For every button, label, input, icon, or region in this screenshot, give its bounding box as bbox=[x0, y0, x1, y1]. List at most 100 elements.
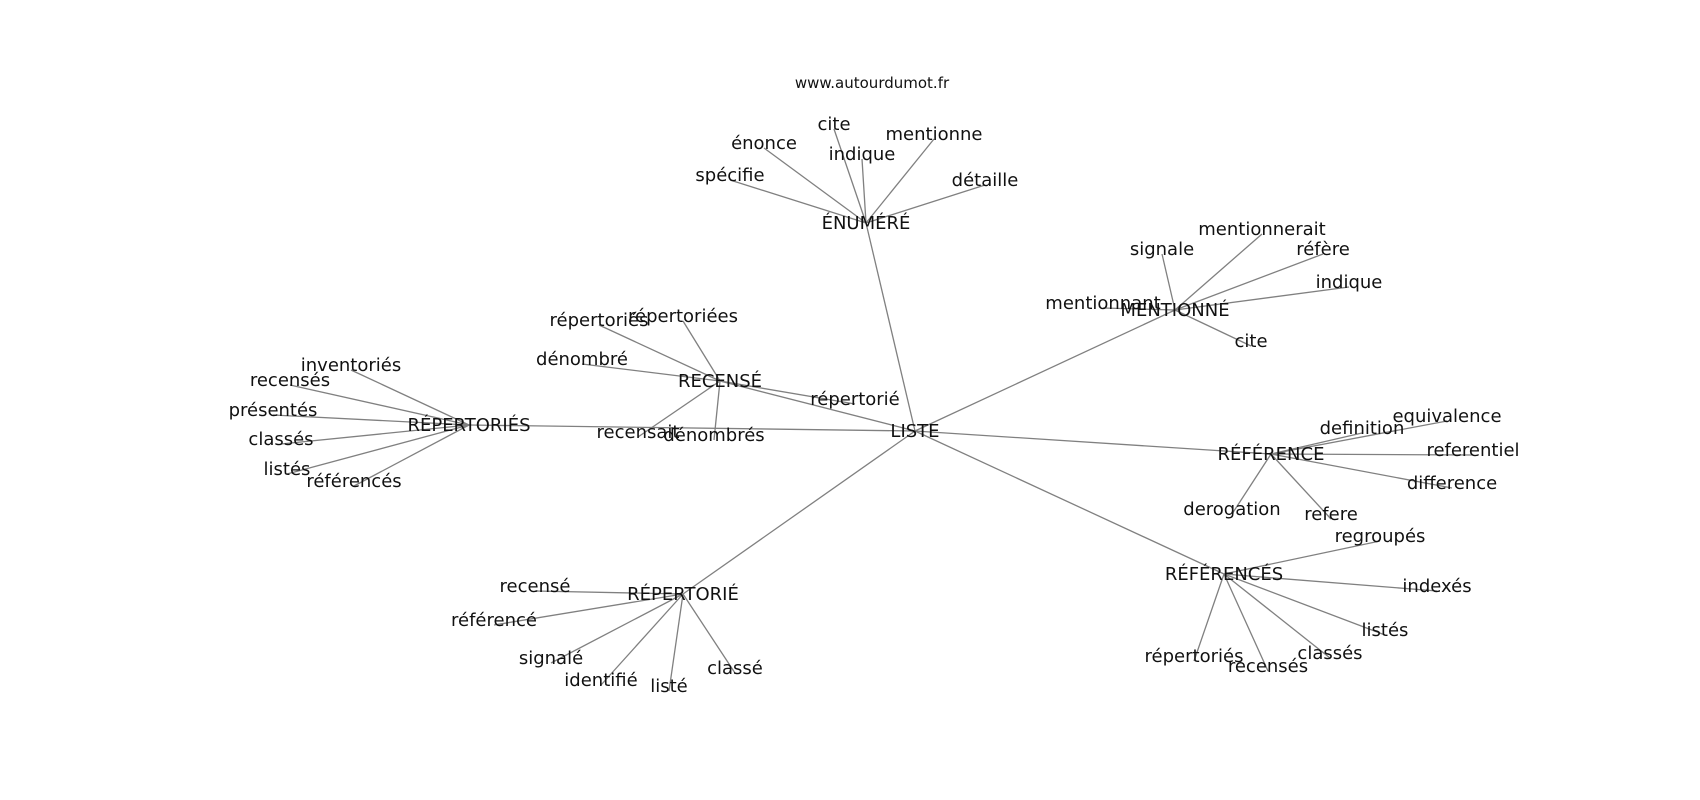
leaf-node: détaille bbox=[952, 170, 1019, 191]
edge-hub-to-leaf bbox=[729, 179, 867, 224]
edge-root-to-hub bbox=[914, 309, 1176, 432]
edge-hub-to-leaf bbox=[493, 593, 684, 626]
edge-hub-to-leaf bbox=[600, 593, 684, 686]
leaf-node: répertoriées bbox=[628, 306, 738, 327]
leaf-node: dénombré bbox=[536, 349, 628, 370]
edge-hub-to-leaf bbox=[668, 593, 684, 692]
edge-hub-to-leaf bbox=[1270, 453, 1453, 489]
edge-hub-to-leaf bbox=[1223, 540, 1381, 575]
edge-hub-to-leaf bbox=[713, 380, 721, 441]
leaf-node: difference bbox=[1407, 473, 1497, 494]
leaf-node: répertoriés bbox=[1145, 646, 1244, 667]
leaf-node: regroupés bbox=[1335, 526, 1426, 547]
edge-hub-to-leaf bbox=[353, 424, 470, 487]
edge-hub-to-leaf bbox=[534, 590, 684, 595]
leaf-node: derogation bbox=[1183, 499, 1280, 520]
leaf-node: recensait bbox=[597, 422, 680, 443]
leaf-node: classé bbox=[707, 658, 763, 679]
edge-root-to-hub bbox=[719, 380, 916, 432]
edge-hub-to-leaf bbox=[1223, 573, 1438, 592]
hub-node: RÉFÉRENCE bbox=[1218, 443, 1325, 465]
edge-hub-to-leaf bbox=[272, 414, 470, 426]
leaf-node: indique bbox=[1316, 272, 1383, 293]
edge-hub-to-leaf bbox=[682, 320, 721, 382]
hub-node: RÉFÉRENCÉS bbox=[1165, 563, 1283, 585]
leaf-node: recensés bbox=[1228, 656, 1308, 677]
edge-root-to-hub bbox=[865, 222, 916, 432]
leaf-node: definition bbox=[1320, 418, 1405, 439]
edge-hub-to-leaf bbox=[1174, 286, 1350, 311]
edge-hub-to-leaf bbox=[550, 593, 684, 664]
leaf-node: mentionne bbox=[886, 124, 983, 145]
edge-root-to-hub bbox=[914, 430, 1225, 575]
edge-root-to-hub bbox=[682, 430, 916, 595]
hub-node: RÉPERTORIÉS bbox=[407, 414, 530, 436]
leaf-node: classés bbox=[1297, 643, 1362, 664]
edge-hub-to-leaf bbox=[1223, 573, 1331, 659]
edge-hub-to-leaf bbox=[1270, 453, 1332, 520]
leaf-node: référencé bbox=[451, 610, 537, 631]
edge-hub-to-leaf bbox=[861, 158, 867, 224]
edge-hub-to-leaf bbox=[1223, 573, 1386, 636]
edge-hub-to-leaf bbox=[763, 147, 867, 224]
edge-hub-to-leaf bbox=[1102, 307, 1176, 311]
leaf-node: mentionnant bbox=[1045, 293, 1160, 314]
leaf-node: indique bbox=[829, 144, 896, 165]
edge-hub-to-leaf bbox=[581, 363, 721, 382]
graph-edges bbox=[272, 128, 1474, 692]
leaf-node: présentés bbox=[229, 400, 318, 421]
leaf-node: énonce bbox=[731, 133, 797, 154]
leaf-node: listé bbox=[650, 676, 688, 697]
root-node: LISTE bbox=[890, 421, 939, 442]
leaf-node: répertorié bbox=[810, 389, 900, 410]
edge-hub-to-leaf bbox=[865, 184, 986, 224]
leaf-node: signalé bbox=[519, 648, 583, 669]
edge-hub-to-leaf bbox=[350, 369, 470, 426]
edge-hub-to-leaf bbox=[1174, 309, 1252, 347]
edge-root-to-hub bbox=[914, 430, 1272, 455]
edge-hub-to-leaf bbox=[286, 424, 470, 475]
edge-hub-to-leaf bbox=[682, 593, 736, 674]
edge-hub-to-leaf bbox=[598, 324, 721, 382]
leaf-node: spécifie bbox=[695, 165, 764, 186]
leaf-node: refere bbox=[1304, 504, 1358, 525]
edge-hub-to-leaf bbox=[289, 384, 470, 426]
leaf-node: referentiel bbox=[1426, 440, 1519, 461]
edge-root-to-hub bbox=[468, 424, 916, 432]
leaf-node: inventoriés bbox=[301, 355, 401, 376]
leaf-node: equivalence bbox=[1392, 406, 1501, 427]
source-credit: www.autourdumot.fr bbox=[795, 74, 950, 92]
hub-node: RECENSÉ bbox=[678, 370, 762, 392]
edge-hub-to-leaf bbox=[1174, 253, 1324, 311]
leaf-node: signale bbox=[1130, 239, 1194, 260]
leaf-node: référencés bbox=[306, 471, 401, 492]
leaf-node: cite bbox=[1234, 331, 1267, 352]
edge-hub-to-leaf bbox=[1231, 453, 1272, 515]
edge-hub-to-leaf bbox=[865, 138, 935, 224]
leaf-node: listés bbox=[1362, 620, 1409, 641]
edge-hub-to-leaf bbox=[1223, 573, 1269, 672]
leaf-node: recensés bbox=[250, 370, 330, 391]
hub-node: ÉNUMÉRÉ bbox=[822, 212, 911, 234]
leaf-node: cite bbox=[817, 114, 850, 135]
hub-node: MENTIONNÉ bbox=[1120, 299, 1229, 321]
graph-nodes: www.autourdumot.fr LISTE cite énonce indiq… bbox=[229, 74, 1520, 697]
leaf-node: recensé bbox=[500, 576, 571, 597]
edge-hub-to-leaf bbox=[719, 380, 856, 405]
hub-node: RÉPERTORIÉ bbox=[627, 583, 739, 605]
leaf-node: listés bbox=[264, 459, 311, 480]
leaf-node: mentionnerait bbox=[1198, 219, 1325, 240]
leaf-node: répertoriés bbox=[550, 310, 649, 331]
edge-hub-to-leaf bbox=[1193, 573, 1225, 662]
edge-hub-to-leaf bbox=[1270, 420, 1448, 455]
edge-hub-to-leaf bbox=[280, 424, 470, 445]
edge-hub-to-leaf bbox=[1174, 233, 1263, 311]
leaf-node: réfère bbox=[1296, 239, 1350, 260]
leaf-node: indexés bbox=[1402, 576, 1471, 597]
edge-hub-to-leaf bbox=[833, 128, 867, 224]
edge-hub-to-leaf bbox=[1270, 453, 1474, 456]
leaf-node: dénombrés bbox=[663, 425, 764, 446]
leaf-node: identifié bbox=[564, 670, 637, 691]
leaf-node: classés bbox=[248, 429, 313, 450]
